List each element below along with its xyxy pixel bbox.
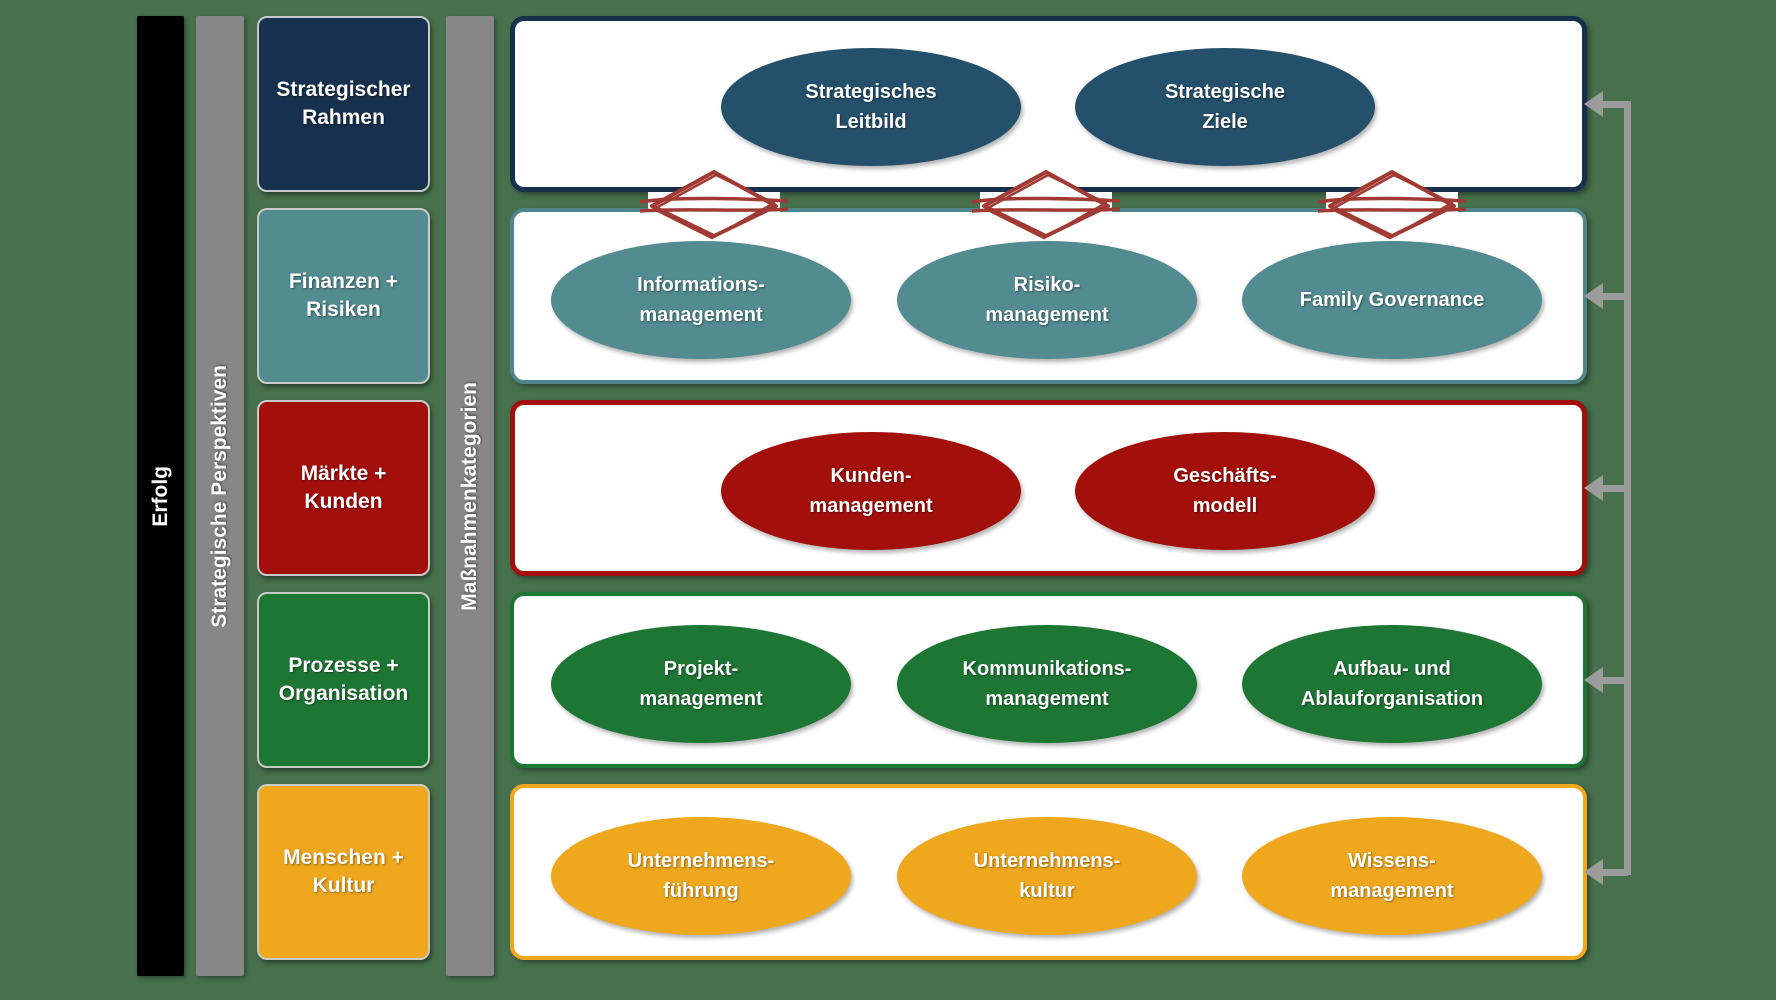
arrow-left-icon (1584, 859, 1603, 885)
ellipse-risikomanagement: Risiko- management (897, 241, 1197, 359)
ellipse-wissensmanagement: Wissens- management (1242, 817, 1542, 935)
perspective-strategischer-rahmen: Strategischer Rahmen (257, 16, 430, 192)
perspective-maerkte-kunden: Märkte + Kunden (257, 400, 430, 576)
perspective-menschen-kultur: Menschen + Kultur (257, 784, 430, 960)
ellipse-strategische-ziele: Strategische Ziele (1075, 48, 1375, 166)
row-menschen-kultur: Unternehmens- führung Unternehmens- kult… (510, 784, 1587, 960)
feedback-stub (1600, 677, 1628, 684)
perspective-prozesse-organisation: Prozesse + Organisation (257, 592, 430, 768)
erfolg-label: Erfolg (148, 465, 172, 527)
feedback-stub (1600, 101, 1628, 108)
feedback-stub (1600, 293, 1628, 300)
sketch-diamond-icon (639, 170, 789, 240)
ellipse-label: Kunden- management (809, 465, 933, 517)
feedback-stub (1600, 869, 1628, 876)
arrow-left-icon (1584, 283, 1603, 309)
perspective-label: Menschen + Kultur (283, 845, 404, 897)
massnahmenkategorien-label: Maßnahmenkategorien (458, 381, 481, 611)
ellipse-label: Unternehmens- führung (627, 850, 775, 902)
ellipse-strategisches-leitbild: Strategisches Leitbild (721, 48, 1021, 166)
erfolg-bar: Erfolg (137, 16, 184, 976)
massnahmenkategorien-bar: Maßnahmenkategorien (446, 16, 494, 976)
perspective-label: Prozesse + Organisation (278, 653, 409, 705)
ellipse-label: Geschäfts- modell (1173, 465, 1277, 517)
row-finanzen-risiken: Informations- management Risiko- managem… (510, 208, 1587, 384)
perspective-finanzen-risiken: Finanzen + Risiken (257, 208, 430, 384)
row-strategischer-rahmen: Strategisches Leitbild Strategische Ziel… (510, 16, 1587, 192)
ellipse-kundenmanagement: Kunden- management (721, 432, 1021, 550)
sketch-diamond-icon (1317, 170, 1467, 240)
ellipse-label: Wissens- management (1330, 850, 1454, 902)
ellipse-label: Unternehmens- kultur (973, 850, 1121, 902)
ellipse-label: Informations- management (637, 274, 765, 326)
ellipse-aufbau-ablauforganisation: Aufbau- und Ablauforganisation (1242, 625, 1542, 743)
ellipse-label: Kommunikations- management (962, 658, 1132, 710)
row-maerkte-kunden: Kunden- management Geschäfts- modell (510, 400, 1587, 576)
strategische-perspektiven-label: Strategische Perspektiven (208, 364, 231, 628)
ellipse-projektmanagement: Projekt- management (551, 625, 851, 743)
ellipse-label: Projekt- management (639, 658, 763, 710)
ellipse-label: Aufbau- und Ablauforganisation (1300, 658, 1484, 710)
ellipse-label: Risiko- management (985, 274, 1109, 326)
ellipse-kommunikationsmanagement: Kommunikations- management (897, 625, 1197, 743)
strategische-perspektiven-bar: Strategische Perspektiven (196, 16, 244, 976)
sketch-diamond-icon (971, 170, 1121, 240)
ellipse-informationsmanagement: Informations- management (551, 241, 851, 359)
perspective-label: Finanzen + Risiken (288, 269, 399, 321)
ellipse-unternehmenskultur: Unternehmens- kultur (897, 817, 1197, 935)
perspective-label: Märkte + Kunden (300, 461, 387, 513)
feedback-stub (1600, 485, 1628, 492)
ellipse-unternehmensfuehrung: Unternehmens- führung (551, 817, 851, 935)
arrow-left-icon (1584, 475, 1603, 501)
arrow-left-icon (1584, 91, 1603, 117)
ellipse-label: Strategisches Leitbild (805, 81, 937, 133)
ellipse-label: Family Governance (1299, 289, 1485, 311)
ellipse-geschaeftsmodell: Geschäfts- modell (1075, 432, 1375, 550)
arrow-left-icon (1584, 667, 1603, 693)
perspective-label: Strategischer Rahmen (276, 77, 411, 129)
ellipse-family-governance: Family Governance (1242, 241, 1542, 359)
row-prozesse-organisation: Projekt- management Kommunikations- mana… (510, 592, 1587, 768)
ellipse-label: Strategische Ziele (1164, 81, 1286, 133)
